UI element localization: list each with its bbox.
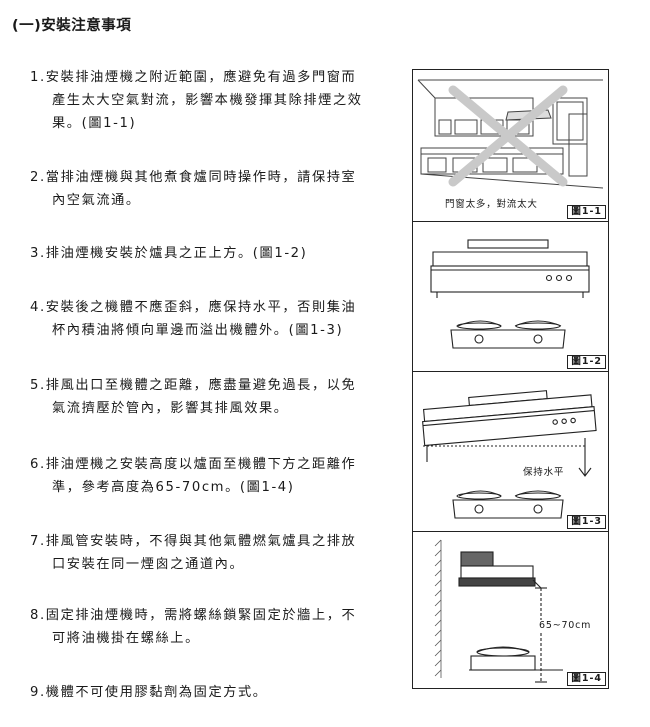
item-line: 5.排風出口至機體之距離，應盡量避免過長，以免 — [30, 378, 357, 393]
instruction-item-7: 7.排風管安裝時，不得與其他氣體燃氣爐具之排放 口安裝在同一煙囪之通道內。 — [30, 530, 410, 576]
item-line: 1.安裝排油煙機之附近範圍，應避免有過多門窗而 — [30, 70, 357, 85]
keep-level-illustration — [422, 390, 597, 519]
figure-caption: 門窗太多，對流太大 — [443, 196, 540, 210]
figure-1-1: 門窗太多，對流太大 圖1-1 — [413, 70, 608, 222]
figure-label: 圖1-2 — [567, 355, 606, 369]
figure-1-2: 圖1-2 — [413, 222, 608, 372]
figure-label: 圖1-4 — [567, 672, 606, 686]
instruction-item-9: 9.機體不可使用膠黏劑為固定方式。 — [30, 681, 410, 704]
section-title: (一)安裝注意事項 — [12, 18, 132, 34]
figure-caption: 65~70cm — [537, 620, 594, 631]
item-line: 3.排油煙機安裝於爐具之正上方。(圖1-2) — [30, 246, 308, 261]
item-line: 口安裝在同一煙囪之通道內。 — [52, 557, 245, 572]
figure-label: 圖1-1 — [567, 205, 606, 219]
item-line: 4.安裝後之機體不應歪斜，應保持水平，否則集油 — [30, 300, 357, 315]
item-line: 產生太大空氣對流，影響本機發揮其除排煙之效 — [52, 93, 363, 108]
item-line: 杯內積油將傾向單邊而溢出機體外。(圖1-3) — [52, 323, 344, 338]
figure-1-4: 65~70cm 圖1-4 — [413, 532, 608, 688]
figures-panel: 門窗太多，對流太大 圖1-1 — [412, 69, 609, 689]
instruction-item-1: 1.安裝排油煙機之附近範圍，應避免有過多門窗而 產生太大空氣對流，影響本機發揮其… — [30, 66, 410, 135]
instruction-item-4: 4.安裝後之機體不應歪斜，應保持水平，否則集油 杯內積油將傾向單邊而溢出機體外。… — [30, 296, 410, 342]
item-line: 7.排風管安裝時，不得與其他氣體燃氣爐具之排放 — [30, 534, 357, 549]
item-line: 8.固定排油煙機時，需將螺絲鎖緊固定於牆上，不 — [30, 608, 357, 623]
item-line: 內空氣流通。 — [52, 193, 141, 208]
instruction-item-2: 2.當排油煙機與其他煮食爐同時操作時，請保持室 內空氣流通。 — [30, 166, 410, 212]
instruction-item-5: 5.排風出口至機體之距離，應盡量避免過長，以免 氣流擠壓於管內，影響其排風效果。 — [30, 374, 410, 420]
instruction-item-6: 6.排油煙機之安裝高度以爐面至機體下方之距離作 準，參考高度為65-70cm。(… — [30, 453, 410, 499]
item-line: 可將油機掛在螺絲上。 — [52, 631, 200, 646]
item-line: 準，參考高度為65-70cm。(圖1-4) — [52, 480, 295, 495]
figure-1-3: 保持水平 圖1-3 — [413, 372, 608, 532]
item-line: 2.當排油煙機與其他煮食爐同時操作時，請保持室 — [30, 170, 357, 185]
instruction-item-8: 8.固定排油煙機時，需將螺絲鎖緊固定於牆上，不 可將油機掛在螺絲上。 — [30, 604, 410, 650]
item-line: 果。(圖1-1) — [52, 116, 137, 131]
figure-caption: 保持水平 — [521, 464, 567, 478]
item-line: 9.機體不可使用膠黏劑為固定方式。 — [30, 685, 268, 700]
install-height-illustration — [434, 539, 563, 683]
item-line: 6.排油煙機之安裝高度以爐面至機體下方之距離作 — [30, 457, 357, 472]
kitchen-illustration — [417, 79, 604, 189]
hood-over-stove-illustration — [430, 239, 590, 349]
figure-label: 圖1-3 — [567, 515, 606, 529]
item-line: 氣流擠壓於管內，影響其排風效果。 — [52, 401, 289, 416]
instruction-item-3: 3.排油煙機安裝於爐具之正上方。(圖1-2) — [30, 242, 410, 265]
